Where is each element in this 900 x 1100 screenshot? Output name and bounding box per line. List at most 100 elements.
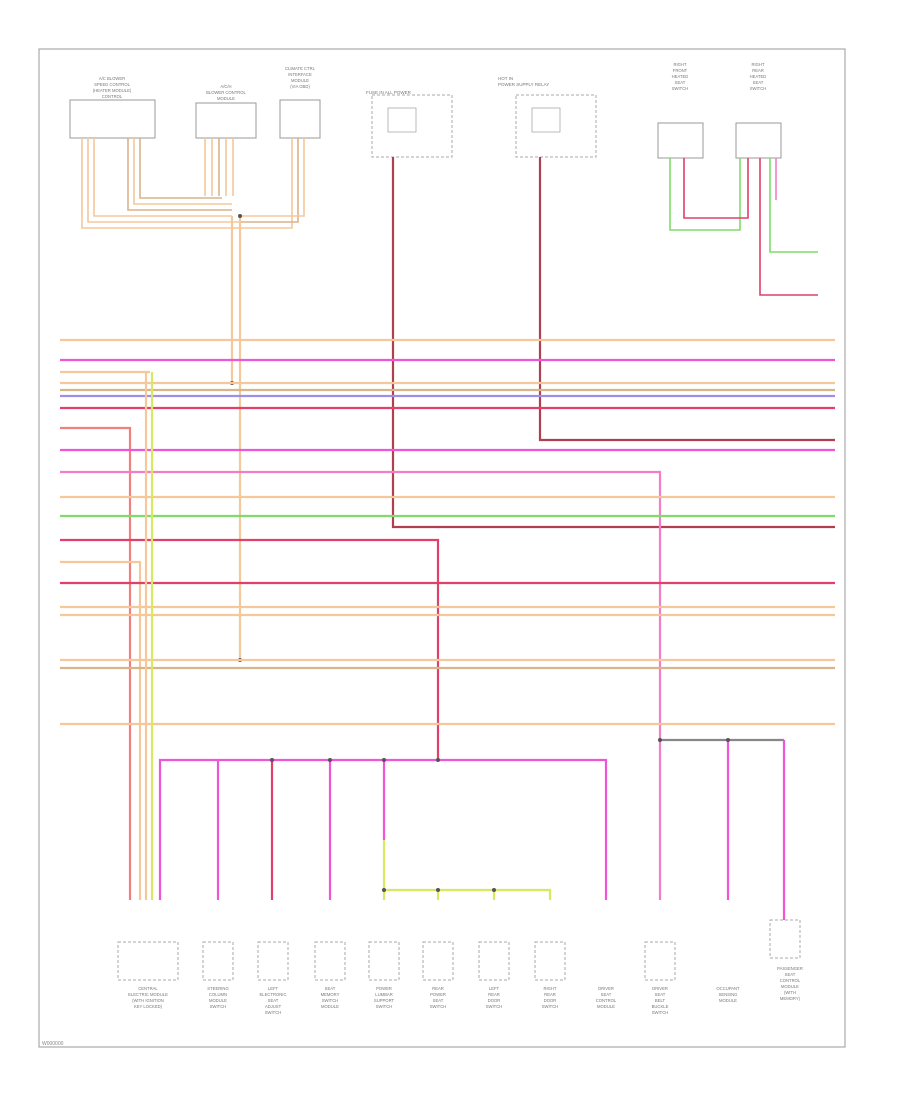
component-b7: LEFT REAR DOOR SWITCH [478,941,510,1009]
svg-text:MODULE: MODULE [321,1004,339,1009]
svg-text:(WITH IGNITION: (WITH IGNITION [132,998,164,1003]
component-c6: RIGHT FRONT HEATED SEAT SWITCH [657,62,704,159]
svg-text:MODULE: MODULE [217,96,235,101]
svg-text:SEAT: SEAT [325,986,336,991]
svg-text:(HEATER MODULE): (HEATER MODULE) [93,88,132,93]
svg-text:A/C/H: A/C/H [220,84,231,89]
svg-text:SEAT: SEAT [753,80,764,85]
svg-text:SEAT: SEAT [675,80,686,85]
svg-text:HOT IN: HOT IN [498,76,513,81]
svg-text:REAR: REAR [488,992,500,997]
svg-text:BELT: BELT [655,998,666,1003]
component-c1: A/C BLOWER SPEED CONTROL (HEATER MODULE)… [69,76,156,139]
svg-text:SUPPORT: SUPPORT [374,998,395,1003]
svg-text:(VIA OBD): (VIA OBD) [290,84,310,89]
component-c5-relay: HOT IN POWER SUPPLY RELAY [498,76,597,158]
svg-text:CLIMATE CTRL: CLIMATE CTRL [285,66,316,71]
svg-text:SWITCH: SWITCH [750,86,767,91]
svg-text:SWITCH: SWITCH [672,86,689,91]
svg-text:BUCKLE: BUCKLE [652,1004,669,1009]
svg-text:SWITCH: SWITCH [322,998,339,1003]
component-b5: POWER LUMBAR SUPPORT SWITCH [368,941,400,1009]
svg-text:RIGHT: RIGHT [543,986,556,991]
component-c7: RIGHT REAR HEATED SEAT SWITCH [735,62,782,159]
diagram-code: W000000 [42,1041,64,1047]
component-b2: STEERING COLUMN MODULE SWITCH [202,941,234,1009]
svg-text:DOOR: DOOR [544,998,557,1003]
svg-text:STEERING: STEERING [207,986,228,991]
svg-text:COLUMN: COLUMN [209,992,227,997]
component-b8: RIGHT REAR DOOR SWITCH [534,941,566,1009]
svg-text:CONTROL: CONTROL [780,978,801,983]
svg-text:MODULE: MODULE [597,1004,615,1009]
svg-text:SWITCH: SWITCH [430,1004,447,1009]
svg-text:CENTRAL: CENTRAL [138,986,158,991]
svg-text:LUMBAR: LUMBAR [375,992,392,997]
component-b10: DRIVER SEAT BELT BUCKLE SWITCH [644,941,676,1015]
svg-text:SEAT: SEAT [268,998,279,1003]
svg-text:SENSING: SENSING [719,992,738,997]
seat-switch-wires [669,158,818,296]
svg-text:MODULE: MODULE [781,984,799,989]
svg-text:POWER: POWER [376,986,392,991]
svg-text:SEAT: SEAT [433,998,444,1003]
svg-text:SEAT: SEAT [655,992,666,997]
svg-text:SWITCH: SWITCH [265,1010,282,1015]
svg-text:ELECTRIC MODULE: ELECTRIC MODULE [128,992,168,997]
component-c2: A/C/H BLOWER CONTROL MODULE [195,84,257,139]
svg-text:MODULE: MODULE [719,998,737,1003]
svg-text:INTERFACE: INTERFACE [288,72,312,77]
svg-text:SWITCH: SWITCH [652,1010,669,1015]
component-b6: REAR POWER SEAT SWITCH [422,941,454,1009]
svg-text:MEMORY): MEMORY) [780,996,801,1001]
svg-text:FRONT: FRONT [673,68,688,73]
svg-text:SWITCH: SWITCH [376,1004,393,1009]
svg-text:RIGHT: RIGHT [673,62,686,67]
svg-text:MODULE: MODULE [291,78,309,83]
svg-text:SEAT: SEAT [601,992,612,997]
diagram-frame [38,48,846,1048]
component-b9: DRIVER SEAT CONTROL MODULE [596,986,617,1009]
relay-feed-wire [538,157,835,442]
svg-text:SWITCH: SWITCH [486,1004,503,1009]
svg-text:CONTROL: CONTROL [596,998,617,1003]
svg-text:REAR: REAR [544,992,556,997]
svg-text:REAR: REAR [432,986,444,991]
lower-branches [158,738,786,920]
svg-text:CONTROL: CONTROL [102,94,123,99]
component-b12: PASSENGER SEAT CONTROL MODULE (WITH MEMO… [769,919,803,1001]
svg-text:KEY LOCKED): KEY LOCKED) [134,1004,163,1009]
component-b1: CENTRAL ELECTRIC MODULE (WITH IGNITION K… [117,941,179,1009]
svg-text:HEATED: HEATED [672,74,689,79]
svg-text:SWITCH: SWITCH [210,1004,227,1009]
svg-text:(WITH: (WITH [784,990,796,995]
svg-text:FUSE IN ALL POWER: FUSE IN ALL POWER [366,90,412,95]
svg-text:DRIVER: DRIVER [598,986,614,991]
svg-text:A/C BLOWER: A/C BLOWER [99,76,125,81]
component-b11: OCCUPANT SENSING MODULE [716,986,740,1003]
svg-text:DRIVER: DRIVER [652,986,668,991]
svg-text:RIGHT: RIGHT [751,62,764,67]
svg-text:SEAT: SEAT [785,972,796,977]
component-b3: LEFT ELECTRONIC SEAT ADJUST SWITCH [257,941,289,1015]
svg-text:PASSENGER: PASSENGER [777,966,803,971]
svg-text:LEFT: LEFT [489,986,500,991]
svg-text:ELECTRONIC: ELECTRONIC [260,992,287,997]
svg-text:MEMORY: MEMORY [321,992,340,997]
component-b4: SEAT MEMORY SWITCH MODULE [314,941,346,1009]
svg-text:LEFT: LEFT [268,986,279,991]
svg-text:BLOWER CONTROL: BLOWER CONTROL [206,90,246,95]
svg-text:SWITCH: SWITCH [542,1004,559,1009]
fuse-feed-wire [391,157,835,529]
svg-text:SPEED CONTROL: SPEED CONTROL [94,82,131,87]
bus-wires [60,338,835,900]
svg-text:ADJUST: ADJUST [265,1004,282,1009]
svg-text:OCCUPANT: OCCUPANT [716,986,740,991]
svg-text:DOOR: DOOR [488,998,501,1003]
component-c4-fuse: FUSE IN ALL POWER [366,90,453,158]
svg-text:HEATED: HEATED [750,74,767,79]
svg-text:MODULE: MODULE [209,998,227,1003]
svg-text:POWER SUPPLY RELAY: POWER SUPPLY RELAY [498,82,549,87]
svg-text:POWER: POWER [430,992,446,997]
